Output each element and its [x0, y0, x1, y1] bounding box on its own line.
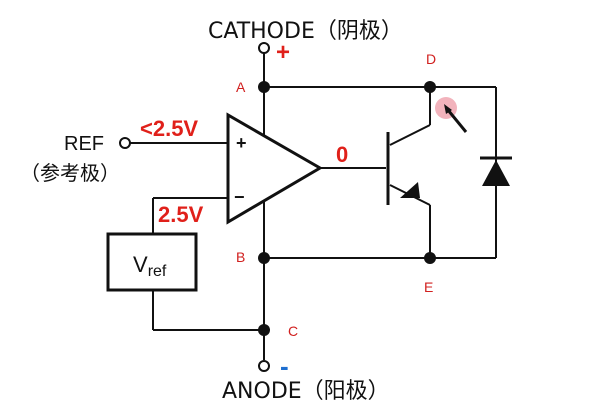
node-dot-c — [258, 324, 270, 336]
node-label-b: B — [236, 249, 245, 265]
transistor-emitter-arrow — [400, 182, 420, 198]
vref-label: Vref — [133, 252, 167, 280]
node-label-c: C — [288, 323, 298, 339]
anode-label: ANODE（阳极） — [222, 379, 390, 404]
opamp-icon — [226, 112, 323, 225]
node-label-a: A — [236, 79, 246, 95]
wires — [130, 52, 497, 360]
ref-cn-label: （参考极） — [20, 161, 120, 185]
diode-icon — [482, 160, 510, 186]
node-label-e: E — [424, 279, 433, 295]
cathode-label: CATHODE（阴极） — [208, 19, 403, 44]
ref-voltage-label: <2.5V — [140, 116, 198, 141]
pointer-cursor-icon — [444, 104, 468, 133]
node-dot-b — [258, 252, 270, 264]
vref-voltage-label: 2.5V — [158, 202, 204, 227]
junction-dots — [258, 81, 436, 336]
node-dot-d — [424, 81, 436, 93]
ref-terminal — [119, 137, 131, 149]
ref-label: REF — [64, 133, 104, 155]
anode-terminal — [258, 360, 270, 372]
anode-minus-sign: - — [280, 351, 289, 381]
transistor-collector-line — [389, 124, 431, 146]
node-label-d: D — [426, 51, 436, 67]
node-dot-a — [258, 81, 270, 93]
node-dot-e — [424, 252, 436, 264]
cathode-plus-sign: + — [276, 39, 290, 66]
output-voltage-label: 0 — [336, 142, 348, 167]
opamp-plus-sign: + — [236, 133, 247, 153]
cathode-terminal — [258, 42, 270, 54]
vref-box — [106, 232, 198, 292]
opamp-minus-sign: − — [234, 187, 245, 207]
